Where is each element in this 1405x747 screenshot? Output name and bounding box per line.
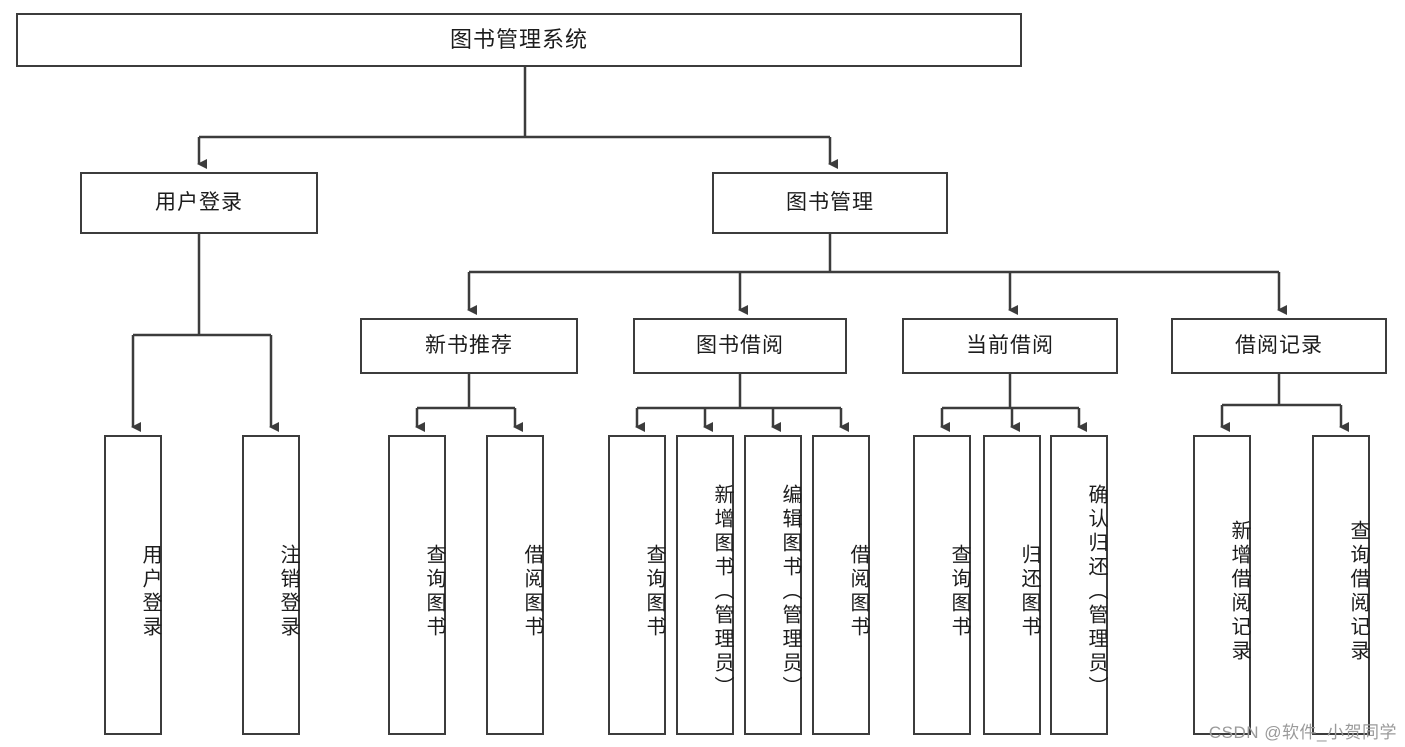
node-leaf-确认归还管理员[interactable]: 确认归还（管理员） bbox=[1050, 435, 1108, 735]
node-leaf-新增借阅记录[interactable]: 新增借阅记录 bbox=[1193, 435, 1251, 735]
node-label: 编辑图书（管理员） bbox=[779, 484, 801, 700]
node-leaf-新增图书管理员[interactable]: 新增图书（管理员） bbox=[676, 435, 734, 735]
node-label: 查询图书 bbox=[643, 544, 665, 640]
node-leaf-借阅图书[interactable]: 借阅图书 bbox=[486, 435, 544, 735]
node-label: 归还图书 bbox=[1018, 544, 1040, 640]
node-label: 借阅记录 bbox=[1235, 334, 1323, 358]
node-label: 借阅图书 bbox=[521, 544, 543, 640]
node-root-图书管理系统[interactable]: 图书管理系统 bbox=[16, 13, 1022, 67]
node-label: 图书借阅 bbox=[696, 334, 784, 358]
node-level1-图书管理[interactable]: 图书管理 bbox=[712, 172, 948, 234]
node-label: 图书管理 bbox=[786, 191, 874, 215]
node-leaf-查询图书[interactable]: 查询图书 bbox=[913, 435, 971, 735]
node-leaf-查询借阅记录[interactable]: 查询借阅记录 bbox=[1312, 435, 1370, 735]
node-label: 注销登录 bbox=[277, 544, 299, 640]
node-level2-图书借阅[interactable]: 图书借阅 bbox=[633, 318, 847, 374]
node-label: 查询图书 bbox=[423, 544, 445, 640]
node-label: 图书管理系统 bbox=[449, 26, 588, 52]
node-label: 当前借阅 bbox=[966, 334, 1054, 358]
node-leaf-编辑图书管理员[interactable]: 编辑图书（管理员） bbox=[744, 435, 802, 735]
node-leaf-查询图书[interactable]: 查询图书 bbox=[608, 435, 666, 735]
node-label: 查询图书 bbox=[948, 544, 970, 640]
node-level2-借阅记录[interactable]: 借阅记录 bbox=[1171, 318, 1387, 374]
node-label: 借阅图书 bbox=[847, 544, 869, 640]
node-label: 确认归还（管理员） bbox=[1085, 484, 1107, 700]
watermark-label: CSDN @软件_小贺同学 bbox=[1208, 723, 1397, 742]
node-label: 查询借阅记录 bbox=[1347, 520, 1369, 664]
node-label: 用户登录 bbox=[155, 191, 243, 215]
node-leaf-用户登录[interactable]: 用户登录 bbox=[104, 435, 162, 735]
node-label: 新书推荐 bbox=[425, 334, 513, 358]
node-label: 新增借阅记录 bbox=[1228, 520, 1250, 664]
node-level1-用户登录[interactable]: 用户登录 bbox=[80, 172, 318, 234]
node-leaf-注销登录[interactable]: 注销登录 bbox=[242, 435, 300, 735]
node-leaf-借阅图书[interactable]: 借阅图书 bbox=[812, 435, 870, 735]
node-level2-新书推荐[interactable]: 新书推荐 bbox=[360, 318, 578, 374]
node-label: 用户登录 bbox=[139, 544, 161, 640]
node-leaf-查询图书[interactable]: 查询图书 bbox=[388, 435, 446, 735]
node-level2-当前借阅[interactable]: 当前借阅 bbox=[902, 318, 1118, 374]
node-leaf-归还图书[interactable]: 归还图书 bbox=[983, 435, 1041, 735]
node-label: 新增图书（管理员） bbox=[711, 484, 733, 700]
